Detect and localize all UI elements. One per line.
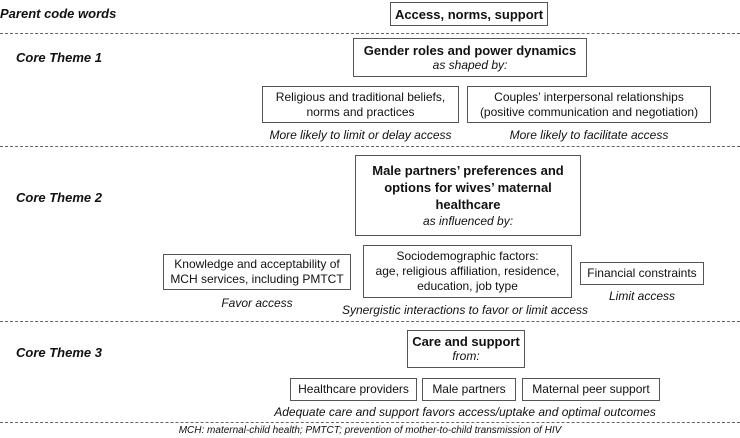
theme1-right-box: Couples’ interpersonal relationships (po… [467, 86, 711, 123]
theme3-main-box: Care and support from: [407, 330, 525, 368]
theme2-main-title-line1: Male partners’ preferences and [372, 162, 564, 178]
theme3-main-sub: from: [452, 349, 480, 363]
theme3-box-a-text: Healthcare providers [298, 382, 409, 396]
theme3-box-c-text: Maternal peer support [532, 382, 650, 396]
theme1-right-caption: More likely to facilitate access [509, 128, 669, 142]
theme2-main-title-line3: healthcare [435, 196, 501, 212]
theme1-left-line2: norms and practices [306, 104, 415, 119]
theme2-mid-box: Sociodemographic factors: age, religious… [363, 245, 572, 298]
theme2-mid-caption: Synergistic interactions to favor or lim… [341, 303, 589, 317]
parent-box-text: Access, norms, support [394, 6, 544, 22]
theme2-right-box: Financial constraints [580, 262, 704, 285]
theme2-main-title-line2: options for wives’ maternal [384, 179, 552, 195]
theme3-box-healthcare-providers: Healthcare providers [290, 378, 417, 401]
theme2-mid-line3: education, job type [417, 279, 518, 293]
theme2-left-box: Knowledge and acceptability of MCH servi… [163, 254, 351, 290]
divider-2 [0, 146, 740, 147]
parent-code-words-label: Parent code words [0, 6, 117, 21]
core-theme-2-label: Core Theme 2 [16, 190, 102, 205]
theme3-box-maternal-peer-support: Maternal peer support [522, 378, 660, 401]
divider-4 [0, 422, 740, 423]
theme1-right-line2: (positive communication and negotiation) [479, 104, 699, 119]
theme2-left-line2: MCH services, including PMTCT [170, 272, 344, 286]
theme3-box-b-text: Male partners [432, 382, 506, 396]
theme2-mid-line2: age, religious affiliation, residence, [375, 264, 560, 278]
theme1-left-line1: Religious and traditional beliefs, [275, 89, 446, 104]
theme2-main-box: Male partners’ preferences and options f… [355, 155, 581, 236]
theme1-left-box: Religious and traditional beliefs, norms… [262, 86, 459, 123]
core-theme-3-label: Core Theme 3 [16, 345, 102, 360]
theme2-right-caption: Limit access [608, 289, 676, 303]
theme3-box-male-partners: Male partners [422, 378, 516, 401]
parent-box: Access, norms, support [390, 2, 548, 26]
theme1-main-title: Gender roles and power dynamics [363, 42, 577, 58]
theme1-left-caption: More likely to limit or delay access [269, 128, 452, 142]
theme1-main-sub: as shaped by: [432, 57, 508, 72]
theme2-main-sub: as influenced by: [422, 213, 514, 228]
theme1-main-box: Gender roles and power dynamics as shape… [353, 38, 587, 77]
theme2-right-text: Financial constraints [587, 266, 697, 280]
theme2-left-caption: Favor access [221, 296, 293, 310]
divider-3 [0, 321, 740, 322]
theme3-main-title: Care and support [412, 334, 520, 349]
footer-note: MCH: maternal-child health; PMTCT; preve… [178, 425, 562, 436]
theme2-mid-line1: Sociodemographic factors: [396, 249, 539, 263]
divider-1 [0, 33, 740, 34]
theme3-caption: Adequate care and support favors access/… [274, 405, 656, 419]
core-theme-1-label: Core Theme 1 [16, 50, 102, 65]
theme2-left-line1: Knowledge and acceptability of [174, 257, 340, 271]
theme1-right-line1: Couples’ interpersonal relationships [494, 89, 684, 104]
